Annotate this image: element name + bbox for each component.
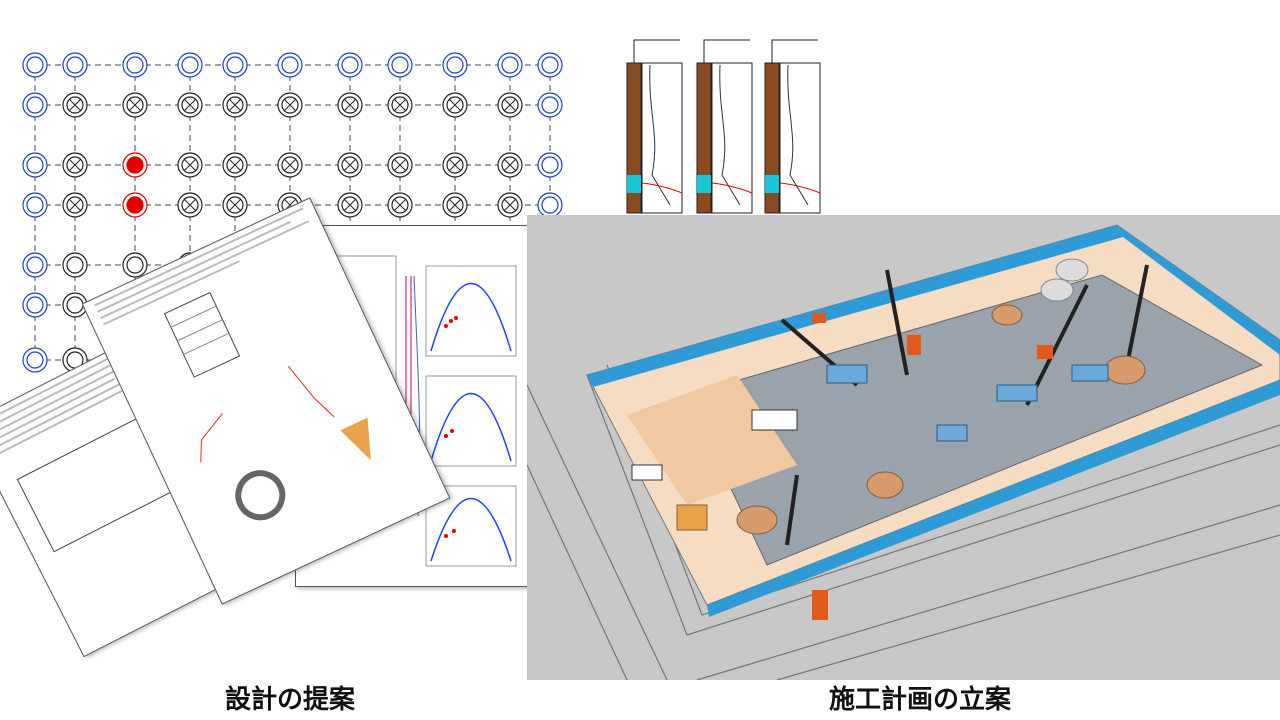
pile-symbol (222, 52, 248, 78)
pile-symbol (122, 152, 148, 178)
construction-site-3d-view (527, 215, 1280, 680)
pile-symbol (22, 52, 48, 78)
boring-log-column (764, 39, 821, 214)
pile-symbol (387, 52, 413, 78)
pile-symbol (537, 192, 563, 218)
pile-symbol (222, 92, 248, 118)
pile-symbol (442, 52, 468, 78)
pile-symbol (62, 292, 88, 318)
pile-symbol (497, 52, 523, 78)
document-sheet-front (81, 197, 451, 605)
caption-construction-planning: 施工計画の立案 (828, 685, 1011, 715)
pile-symbol (177, 192, 203, 218)
pile-symbol (222, 192, 248, 218)
pile-symbol (177, 152, 203, 178)
pile-symbol (22, 192, 48, 218)
pile-symbol (222, 152, 248, 178)
pile-symbol (277, 152, 303, 178)
pile-symbol (62, 152, 88, 178)
pile-symbol (337, 92, 363, 118)
caption-design-proposal: 設計の提案 (224, 685, 355, 715)
pile-symbol (62, 252, 88, 278)
pile-symbol (442, 152, 468, 178)
pile-symbol (497, 152, 523, 178)
pile-symbol (22, 92, 48, 118)
pile-symbol (22, 152, 48, 178)
pile-symbol (62, 92, 88, 118)
pile-symbol (122, 192, 148, 218)
pile-symbol (62, 52, 88, 78)
pile-symbol (337, 152, 363, 178)
pile-symbol (122, 52, 148, 78)
pile-symbol (442, 92, 468, 118)
pile-symbol (497, 92, 523, 118)
pile-symbol (22, 252, 48, 278)
pile-symbol (337, 192, 363, 218)
pile-symbol (177, 52, 203, 78)
boring-log-column (696, 39, 753, 214)
pile-symbol (537, 52, 563, 78)
pile-symbol (277, 92, 303, 118)
pile-symbol (387, 152, 413, 178)
pile-symbol (22, 292, 48, 318)
pile-symbol (337, 52, 363, 78)
pile-symbol (537, 92, 563, 118)
pile-symbol (387, 92, 413, 118)
pile-symbol (442, 192, 468, 218)
pile-symbol (497, 192, 523, 218)
pile-symbol (62, 192, 88, 218)
pile-symbol (277, 52, 303, 78)
boring-log-column (626, 39, 683, 214)
pile-symbol (177, 92, 203, 118)
pile-symbol (537, 152, 563, 178)
boring-log-drawing (626, 39, 821, 214)
pile-symbol (122, 92, 148, 118)
pile-symbol (122, 252, 148, 278)
pile-symbol (387, 192, 413, 218)
pile-symbol (22, 347, 48, 373)
